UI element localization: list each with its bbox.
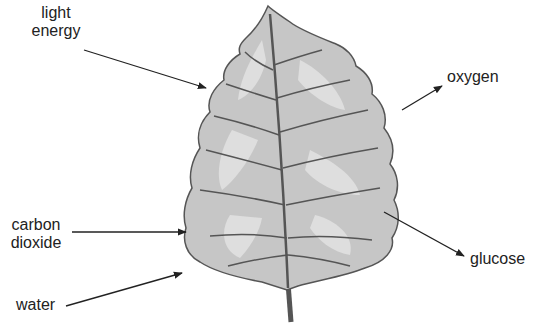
leaf-highlight: [219, 40, 360, 258]
output-arrow: [384, 212, 464, 256]
input-arrow: [84, 50, 206, 88]
label-text: oxygen: [447, 68, 537, 86]
output-arrow: [402, 86, 442, 110]
input-arrow: [66, 273, 182, 306]
leaf-blade: [184, 6, 398, 290]
input-arrow: [72, 231, 186, 232]
leaf-veins: [200, 14, 380, 288]
label-text: water: [16, 296, 76, 314]
label-text: carbon dioxide: [2, 216, 70, 253]
label-text: light energy: [24, 4, 88, 41]
label-text: glucose: [470, 250, 546, 268]
